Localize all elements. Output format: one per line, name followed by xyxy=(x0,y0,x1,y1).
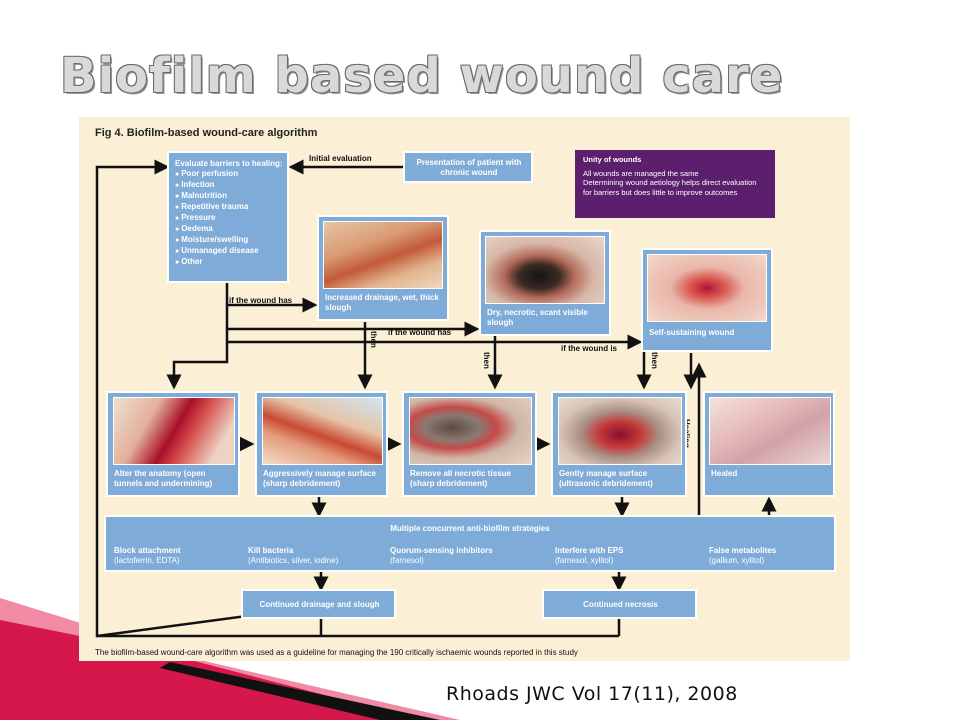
barriers-list: Poor perfusion Infection Malnutrition Re… xyxy=(175,169,283,268)
strategy-name: Kill bacteria xyxy=(248,546,294,555)
treatment-label: Aggressively manage surface (sharp debri… xyxy=(263,469,376,488)
treatment-photo-necrotic xyxy=(409,397,532,465)
wound-type-label: Dry, necrotic, scant visible slough xyxy=(487,308,588,327)
treatment-label: Gently manage surface (ultrasonic debrid… xyxy=(559,469,653,488)
strategy-item: Interfere with EPS(farnesol, xylitol) xyxy=(555,546,623,566)
barrier-item: Repetitive trauma xyxy=(175,202,283,213)
wound-type-box-dry: Dry, necrotic, scant visible slough xyxy=(479,230,611,336)
treatment-label: Alter the anatomy (open tunnels and unde… xyxy=(114,469,213,488)
treatment-box: Alter the anatomy (open tunnels and unde… xyxy=(106,391,240,497)
algorithm-figure: Fig 4. Biofilm-based wound-care algorith… xyxy=(79,117,850,661)
black-accent-bar xyxy=(160,662,440,720)
strategy-name: Block attachment xyxy=(114,546,181,555)
strategy-name: Interfere with EPS xyxy=(555,546,624,555)
treatment-label: Remove all necrotic tissue (sharp debrid… xyxy=(410,469,511,488)
then-label: then xyxy=(650,352,659,369)
unity-heading: Unity of wounds xyxy=(583,155,642,164)
barrier-item: Infection xyxy=(175,180,283,191)
wound-type-label: Increased drainage, wet, thick slough xyxy=(325,293,439,312)
strategy-detail: (farnesol) xyxy=(390,556,424,565)
presentation-text: Presentation of patient with chronic wou… xyxy=(416,158,522,177)
strategy-detail: (farnesol, xylitol) xyxy=(555,556,614,565)
figure-caption: The biofilm-based wound-care algorithm w… xyxy=(95,648,578,657)
strategy-name: False metabolites xyxy=(709,546,777,555)
treatment-label: Healed xyxy=(711,469,738,478)
then-label: then xyxy=(482,352,491,369)
slide-title: Biofilm based wound care xyxy=(60,48,784,104)
unity-line-2: Determining wound aetiology helps direct… xyxy=(583,178,757,197)
barrier-item: Malnutrition xyxy=(175,191,283,202)
barriers-box: Evaluate barriers to healing: Poor perfu… xyxy=(167,151,289,283)
wound-photo-self xyxy=(647,254,767,322)
treatment-photo-surface xyxy=(262,397,383,465)
barrier-item: Moisture/swelling xyxy=(175,235,283,246)
strategy-item: Kill bacteria(Antibiotics, silver, iodin… xyxy=(248,546,338,566)
if-wound-is-label: if the wound is xyxy=(561,344,617,353)
loop-left xyxy=(95,159,322,638)
figure-title: Fig 4. Biofilm-based wound-care algorith… xyxy=(95,127,318,139)
wound-type-label: Self-sustaining wound xyxy=(649,328,735,337)
outcome-box: Continued drainage and slough xyxy=(241,589,396,619)
treatment-photo-anatomy xyxy=(113,397,235,465)
outcome-label: Continued necrosis xyxy=(583,600,658,609)
arrow-to-alter-anatomy xyxy=(166,342,229,390)
outcome-box: Continued necrosis xyxy=(542,589,697,619)
barriers-heading: Evaluate barriers to healing: xyxy=(175,159,283,168)
treatment-box: Aggressively manage surface (sharp debri… xyxy=(255,391,388,497)
treatment-photo-ultrasonic xyxy=(558,397,682,465)
wound-photo-dry xyxy=(485,236,605,304)
if-wound-has-label: if the wound has xyxy=(229,296,293,305)
citation: Rhoads JWC Vol 17(11), 2008 xyxy=(446,683,738,705)
initial-evaluation-label: Initial evaluation xyxy=(309,154,372,163)
strategy-detail: (lactoferrin, EDTA) xyxy=(114,556,180,565)
unity-line-1: All wounds are managed the same xyxy=(583,168,699,178)
strategies-box: Multiple concurrent anti-biofilm strateg… xyxy=(104,515,836,572)
treatment-box: Remove all necrotic tissue (sharp debrid… xyxy=(402,391,537,497)
presentation-box: Presentation of patient with chronic wou… xyxy=(403,151,533,183)
unity-of-wounds-box: Unity of wounds All wounds are managed t… xyxy=(575,150,775,218)
wound-type-box-wet: Increased drainage, wet, thick slough xyxy=(317,215,449,321)
barrier-item: Unmanaged disease xyxy=(175,246,283,257)
barrier-item: Pressure xyxy=(175,213,283,224)
healed-photo xyxy=(709,397,831,465)
barrier-item: Poor perfusion xyxy=(175,169,283,180)
if-wound-has-label: if the wound has xyxy=(388,328,452,337)
flow-connectors xyxy=(95,159,777,638)
strategy-name: Quorum-sensing inhibitors xyxy=(390,546,493,555)
wound-photo-wet xyxy=(323,221,443,289)
strategies-title: Multiple concurrent anti-biofilm strateg… xyxy=(390,524,550,533)
barrier-item: Other xyxy=(175,257,283,268)
strategy-item: False metabolites(gallium, xylitol) xyxy=(709,546,776,566)
barrier-item: Oedema xyxy=(175,224,283,235)
then-label: then xyxy=(369,331,378,348)
strategy-detail: (Antibiotics, silver, iodine) xyxy=(248,556,339,565)
wound-type-box-self-sustaining: Self-sustaining wound xyxy=(641,248,773,352)
outcome-label: Continued drainage and slough xyxy=(259,600,380,609)
strategy-detail: (gallium, xylitol) xyxy=(709,556,765,565)
treatment-box: Gently manage surface (ultrasonic debrid… xyxy=(551,391,687,497)
strategy-item: Block attachment(lactoferrin, EDTA) xyxy=(114,546,181,566)
strategy-item: Quorum-sensing inhibitors(farnesol) xyxy=(390,546,493,566)
healed-box: Healed xyxy=(703,391,835,497)
